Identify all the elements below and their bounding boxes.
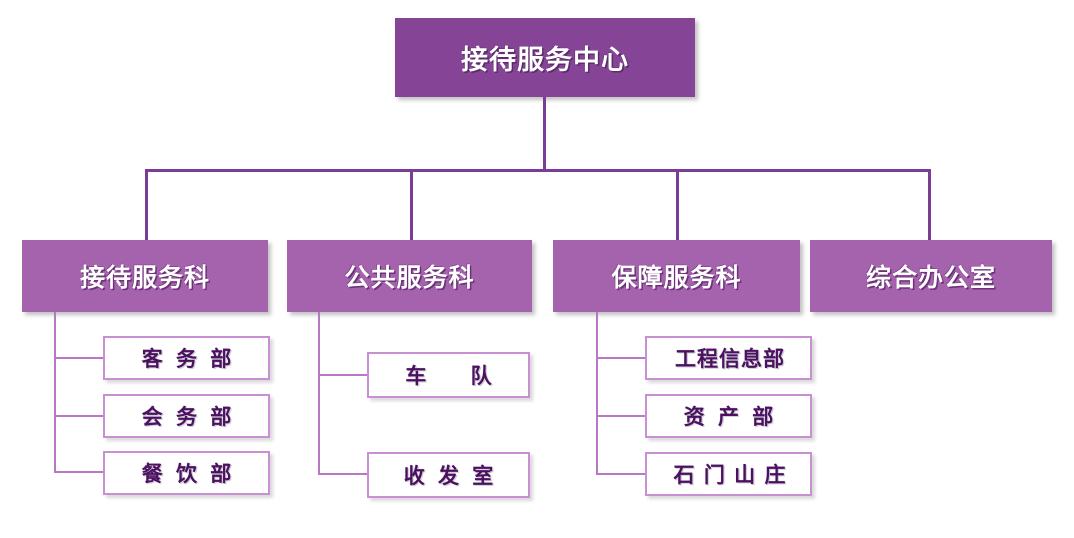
org-node-leaf-1-2[interactable]: 会 务 部 xyxy=(103,394,270,438)
org-node-unit-4[interactable]: 综合办公室 xyxy=(810,240,1052,312)
connector-spine-branch-2 xyxy=(318,312,320,475)
connector-spine-branch-1 xyxy=(54,312,56,473)
connector-stub-branch-3-child-3 xyxy=(596,473,645,475)
connector-drop-unit-3 xyxy=(676,169,679,240)
connector-bus-horizontal xyxy=(145,169,931,172)
org-node-leaf-3-1[interactable]: 工程信息部 xyxy=(645,336,812,380)
connector-stub-branch-3-child-1 xyxy=(596,357,645,359)
connector-drop-unit-2 xyxy=(410,169,413,240)
org-node-unit-3[interactable]: 保障服务科 xyxy=(553,240,800,312)
org-node-root[interactable]: 接待服务中心 xyxy=(395,18,695,97)
org-node-leaf-2-2[interactable]: 收 发 室 xyxy=(367,452,530,498)
connector-spine-branch-3 xyxy=(596,312,598,475)
org-node-leaf-1-1[interactable]: 客 务 部 xyxy=(103,336,270,380)
org-node-unit-2[interactable]: 公共服务科 xyxy=(287,240,532,312)
connector-stub-branch-1-child-2 xyxy=(54,415,103,417)
org-node-unit-1[interactable]: 接待服务科 xyxy=(22,240,268,312)
connector-stub-branch-2-child-1 xyxy=(318,374,367,376)
connector-stub-branch-1-child-3 xyxy=(54,471,103,473)
connector-stub-branch-2-child-2 xyxy=(318,473,367,475)
connector-stub-branch-1-child-1 xyxy=(54,357,103,359)
org-node-leaf-1-3[interactable]: 餐 饮 部 xyxy=(103,451,270,495)
org-node-leaf-3-3[interactable]: 石 门 山 庄 xyxy=(645,452,812,496)
connector-stub-branch-3-child-2 xyxy=(596,415,645,417)
connector-drop-unit-4 xyxy=(928,169,931,240)
org-node-leaf-2-1[interactable]: 车 队 xyxy=(367,352,530,398)
connector-drop-unit-1 xyxy=(145,169,148,240)
connector-root-drop xyxy=(543,97,546,170)
org-node-leaf-3-2[interactable]: 资 产 部 xyxy=(645,394,812,438)
